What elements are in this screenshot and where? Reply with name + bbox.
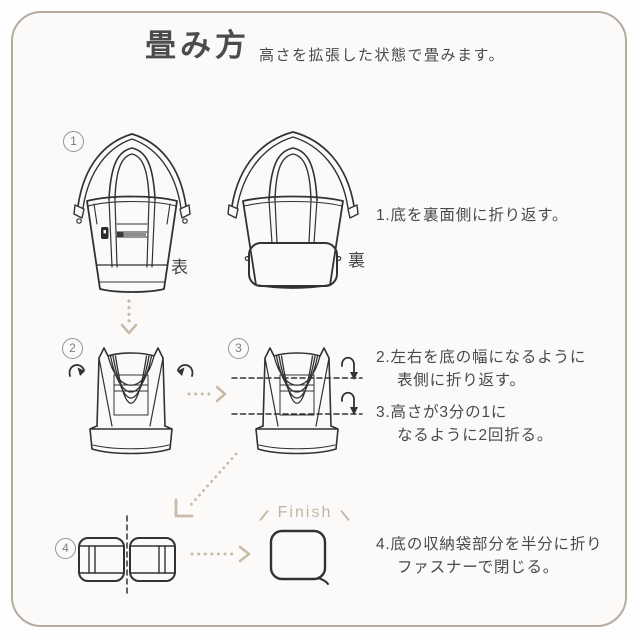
drooping-handles xyxy=(107,355,155,404)
instruction-card: 畳み方 高さを拡張した状態で畳みます。 1 表 xyxy=(11,11,627,627)
step-3-number: 3 xyxy=(228,338,249,359)
bag-back-illustration xyxy=(227,131,359,289)
page-subtitle: 高さを拡張した状態で畳みます。 xyxy=(259,47,506,64)
shoulder-strap-outer xyxy=(231,131,355,207)
handle-inner xyxy=(274,153,312,201)
bag-body xyxy=(86,195,178,293)
strap-ring-right xyxy=(182,218,188,224)
fold-inward-arrow-left xyxy=(68,364,85,377)
fold-inward-arrowhead-left xyxy=(77,367,85,376)
instruction-text: ファスナーで閉じる。 xyxy=(397,559,560,576)
instruction-step-1: 1.底を裏面側に折り返す。 xyxy=(376,204,568,227)
dotted-right-arrow-icon xyxy=(190,545,251,563)
instruction-text: 1.底を裏面側に折り返す。 xyxy=(376,207,569,224)
strap-clips xyxy=(227,204,359,219)
drooping-handles xyxy=(273,355,321,404)
inner-pocket-lines xyxy=(279,384,315,392)
shoulder-strap-inner xyxy=(236,136,349,209)
folded-right-half xyxy=(129,537,176,582)
inner-pocket xyxy=(113,374,149,416)
bag-rim-line xyxy=(87,200,177,207)
hook-down-arrow-bottom xyxy=(341,391,355,409)
instruction-step-4: 4.底の収納袋部分を半分に折り ファスナーで閉じる。 xyxy=(376,533,602,579)
fold-diagonals xyxy=(98,357,164,427)
bottom-band xyxy=(255,425,339,455)
shoulder-strap-inner xyxy=(82,138,182,209)
hook-arrowhead-bottom xyxy=(350,407,358,415)
bottom-inner-line xyxy=(258,444,336,450)
handle-outer xyxy=(268,147,318,201)
pouch-outline xyxy=(269,529,327,581)
handle-outer xyxy=(108,147,156,200)
dotted-diagonal-arrow-icon xyxy=(174,452,238,518)
fold-inward-arrow-right xyxy=(177,364,194,377)
instruction-text: なるように2回折る。 xyxy=(397,427,554,444)
fold-inward-arrowhead-right xyxy=(177,367,185,376)
folded-flat-step4-illustration xyxy=(78,515,176,597)
zipper-pull xyxy=(117,232,124,237)
folded-outline xyxy=(96,347,166,427)
hook-arrowhead-top xyxy=(350,372,358,380)
bag-rim-line xyxy=(243,200,343,207)
page-title: 畳み方 xyxy=(145,28,250,63)
folded-bag-step3-illustration xyxy=(231,347,363,455)
fold-dashed-lines xyxy=(231,377,363,415)
side-charm-detail xyxy=(103,230,106,234)
instruction-text: 3.高さが3分の1に xyxy=(376,404,508,421)
handle-webbing xyxy=(268,199,318,244)
front-view-label: 表 xyxy=(171,258,189,277)
bag-front-illustration xyxy=(73,133,191,293)
shoulder-strap-outer xyxy=(77,133,187,207)
finished-pouch-illustration xyxy=(269,529,329,585)
step-2-number: 2 xyxy=(62,338,83,359)
pouch-zipper-tail xyxy=(317,577,329,585)
inner-pocket-lines xyxy=(113,384,149,392)
instruction-text: 表側に折り返す。 xyxy=(397,372,526,389)
instruction-step-2: 2.左右を底の幅になるように 表側に折り返す。 xyxy=(376,346,586,392)
folded-bag-step2-illustration xyxy=(68,347,194,455)
folded-left-half xyxy=(78,537,125,582)
strap-clips xyxy=(73,204,191,219)
back-view-label: 裏 xyxy=(348,251,366,270)
strap-ring-left xyxy=(76,218,82,224)
dotted-right-arrow-icon xyxy=(187,385,227,403)
dotted-down-arrow-icon xyxy=(120,299,138,335)
folded-outline xyxy=(262,347,332,427)
bottom-inner-line xyxy=(92,444,170,450)
bottom-band xyxy=(89,425,173,455)
side-seams xyxy=(93,203,171,225)
band-lines xyxy=(78,545,176,574)
step-1-number: 1 xyxy=(63,131,84,152)
instruction-text: 2.左右を底の幅になるように xyxy=(376,349,587,366)
finish-label: Finish xyxy=(277,504,333,521)
bottom-storage-pouch xyxy=(248,242,338,287)
bag-body xyxy=(242,195,344,289)
inner-pocket xyxy=(279,374,315,416)
instruction-text: 4.底の収納袋部分を半分に折り xyxy=(376,536,603,553)
handle-webbing xyxy=(108,198,156,268)
hook-down-arrow-top xyxy=(341,356,355,374)
instruction-step-3: 3.高さが3分の1に なるように2回折る。 xyxy=(376,401,553,447)
webbing-lines xyxy=(88,545,166,574)
handle-inner xyxy=(114,153,150,200)
pouch-side-tabs xyxy=(244,256,342,261)
step-4-number: 4 xyxy=(55,538,76,559)
